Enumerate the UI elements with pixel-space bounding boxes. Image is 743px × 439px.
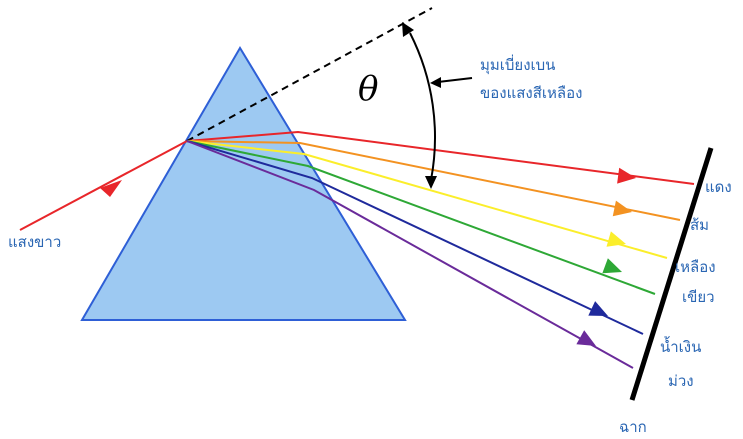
angle-label-line2: ของแสงสีเหลือง	[480, 84, 582, 102]
angle-label-pointer	[437, 77, 473, 83]
ray-6	[186, 140, 634, 369]
angle-label-pointer-head	[430, 77, 441, 88]
color-label-6: ม่วง	[668, 372, 694, 390]
dispersed-rays	[186, 130, 695, 369]
ray-arrow-6	[576, 330, 596, 346]
ray-arrow-3	[606, 231, 626, 247]
ray-arrow-2	[612, 200, 632, 217]
incident-ray-arrow	[100, 180, 122, 197]
deviation-angle-arc	[409, 32, 436, 181]
angle-arrow-top	[402, 22, 414, 37]
color-label-1: แดง	[705, 178, 732, 196]
color-label-4: เขียว	[682, 288, 715, 306]
ray-arrow-5	[588, 301, 608, 316]
reference-dashed-line	[186, 7, 433, 142]
ray-1	[186, 130, 695, 185]
screen-label: ฉาก	[619, 418, 647, 436]
theta-symbol: θ	[358, 69, 378, 109]
color-label-3: เหลือง	[675, 258, 716, 276]
ray-3	[186, 140, 668, 259]
ray-5	[186, 140, 644, 335]
angle-label-line1: มุมเบี่ยงเบน	[480, 54, 555, 75]
ray-4	[186, 140, 656, 295]
incident-light-label: แสงขาว	[8, 233, 61, 251]
ray-arrow-1	[617, 167, 636, 184]
ray-2	[186, 140, 681, 221]
ray-arrow-4	[602, 258, 622, 274]
color-label-2: ส้ม	[690, 216, 709, 234]
angle-arrow-bottom	[425, 176, 437, 189]
incident-ray	[19, 140, 188, 231]
color-label-5: น้ำเงิน	[660, 336, 701, 356]
screen	[629, 147, 714, 401]
